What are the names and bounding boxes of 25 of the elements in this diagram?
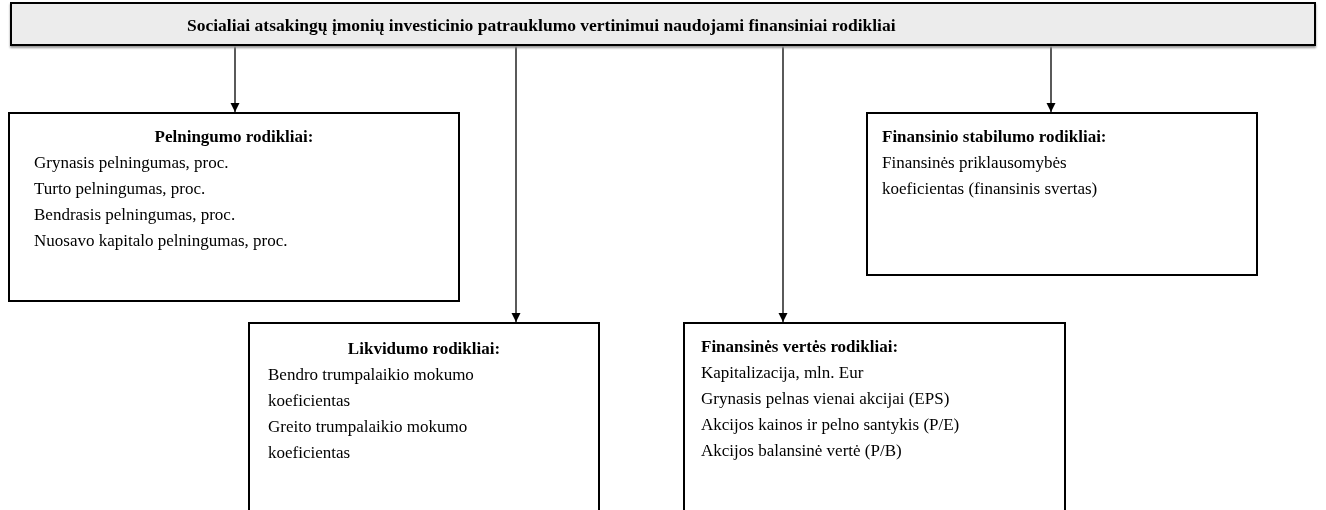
category-heading: Likvidumo rodikliai:: [346, 338, 502, 360]
indicator-text: Turto pelningumas, proc.: [34, 178, 207, 200]
header-text: Socialiai atsakingų įmonių investicinio patrauklumo vertinimui naudojami finansiniai rodikliai: [187, 14, 897, 37]
indicator-text: Kapitalizacija, mln. Eur: [701, 362, 865, 384]
indicator-text: Bendro trumpalaikio mokumo koeficientas: [268, 364, 475, 412]
category-box: [248, 322, 600, 510]
indicator-text: Finansinės priklausomybės koeficientas (finansinis svertas): [882, 152, 1099, 200]
arrow: [230, 45, 240, 113]
category-heading: Finansinio stabilumo rodikliai:: [882, 126, 1108, 148]
indicator-text: Akcijos balansinė vertė (P/B): [701, 440, 903, 462]
arrow: [511, 45, 521, 323]
category-box: [8, 112, 460, 302]
indicator-text: Grynasis pelningumas, proc.: [34, 152, 230, 174]
indicator-text: Nuosavo kapitalo pelningumas, proc.: [34, 230, 289, 252]
indicator-text: Greito trumpalaikio mokumo koeficientas: [268, 416, 469, 464]
arrow: [1046, 45, 1056, 113]
header-box: [10, 2, 1316, 46]
indicator-text: Akcijos kainos ir pelno santykis (P/E): [701, 414, 961, 436]
category-box: [866, 112, 1258, 276]
indicator-text: Bendrasis pelningumas, proc.: [34, 204, 237, 226]
category-heading: Finansinės vertės rodikliai:: [701, 336, 900, 358]
arrow: [778, 45, 788, 323]
indicator-text: Grynasis pelnas vienai akcijai (EPS): [701, 388, 951, 410]
category-box: [683, 322, 1066, 510]
category-heading: Pelningumo rodikliai:: [153, 126, 315, 148]
